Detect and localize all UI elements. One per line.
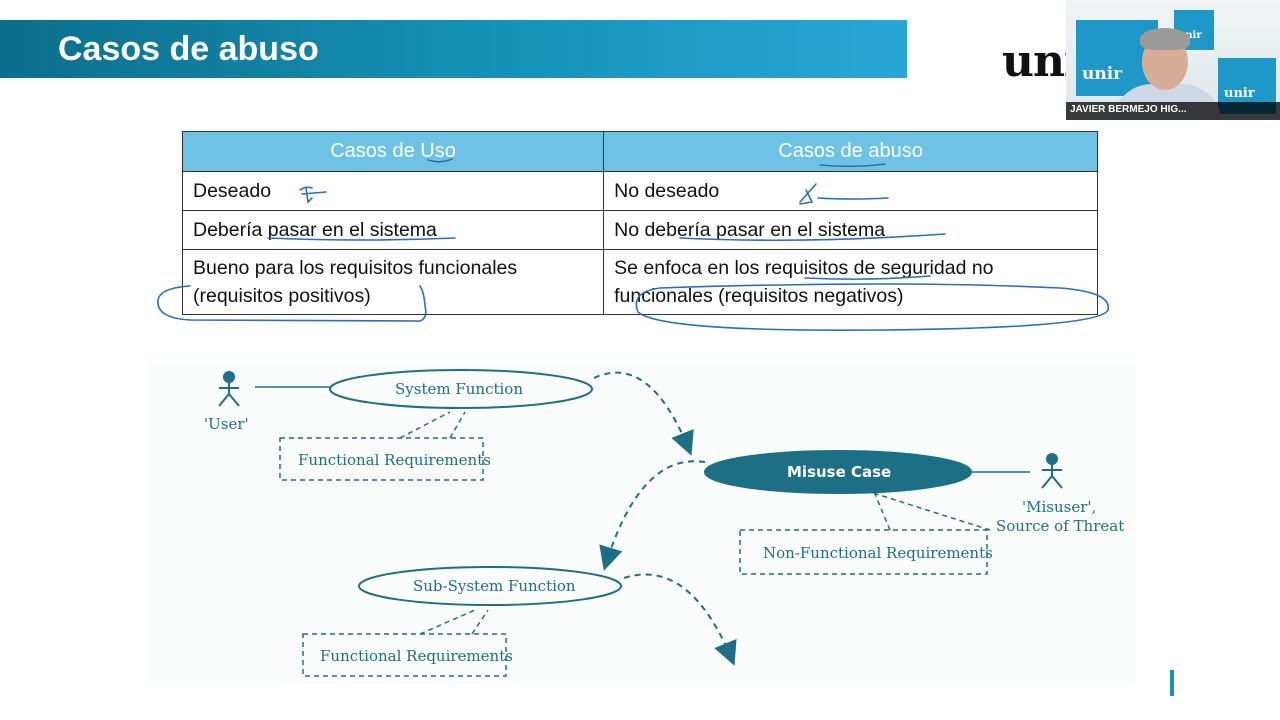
dashed-connector [400, 412, 465, 438]
sub-system-function-label: Sub-System Function [413, 577, 576, 595]
table-cell: Bueno para los requisitos funcionales (r… [183, 250, 604, 315]
table-cell: Debería pasar en el sistema [183, 211, 604, 250]
diagram-canvas: 'User' System Function Functional Requir… [150, 362, 1136, 684]
dashed-connector [870, 492, 990, 530]
misuse-case-label: Misuse Case [787, 463, 891, 481]
comparison-table: Casos de Uso Casos de abuso Deseado No d… [182, 131, 1098, 315]
system-function-label: System Function [395, 380, 523, 398]
title-bar: Casos de abuso [0, 20, 907, 78]
misuse-case-diagram: 'User' System Function Functional Requir… [150, 362, 1136, 684]
unir-tile-text: unir [1082, 64, 1122, 84]
header-casos-de-uso: Casos de Uso [183, 132, 604, 172]
table-cell: No debería pasar en el sistema [604, 211, 1098, 250]
functional-requirements-label-2: Functional Requirements [320, 647, 513, 665]
outgoing-arrow [624, 575, 733, 663]
header-casos-de-abuso: Casos de abuso [604, 132, 1098, 172]
participant-namebar: JAVIER BERMEJO HIG... [1066, 102, 1280, 120]
user-label: 'User' [204, 415, 249, 433]
webcam-video: unir unir unir JAVIER BERMEJO HIG... [1066, 0, 1280, 120]
table-row: Bueno para los requisitos funcionales (r… [183, 250, 1098, 315]
unir-tile-text: unir [1224, 86, 1255, 101]
table-row: Debería pasar en el sistema No debería p… [183, 211, 1098, 250]
table-cell: Se enfoca en los requisitos de seguridad… [604, 250, 1098, 315]
functional-requirements-label-1: Functional Requirements [298, 451, 491, 469]
dashed-connector [420, 610, 488, 634]
user-actor-icon [219, 372, 239, 406]
presenter-hair [1140, 28, 1190, 50]
table-header-row: Casos de Uso Casos de abuso [183, 132, 1098, 172]
misuser-actor-icon [1042, 454, 1062, 488]
threatens-arrow [594, 373, 690, 452]
non-functional-requirements-label: Non-Functional Requirements [763, 544, 993, 562]
table-row: Deseado No deseado [183, 172, 1098, 211]
slide-title: Casos de abuso [58, 30, 319, 69]
misuser-label-line-2: Source of Threat [996, 517, 1124, 535]
table-cell: Deseado [183, 172, 604, 211]
table-cell: No deseado [604, 172, 1098, 211]
participant-name: JAVIER BERMEJO HIG... [1070, 104, 1187, 115]
misuser-label-line-1: 'Misuser', [1022, 498, 1096, 516]
slide-progress-marker [1170, 670, 1174, 696]
mitigates-arrow [605, 461, 705, 567]
